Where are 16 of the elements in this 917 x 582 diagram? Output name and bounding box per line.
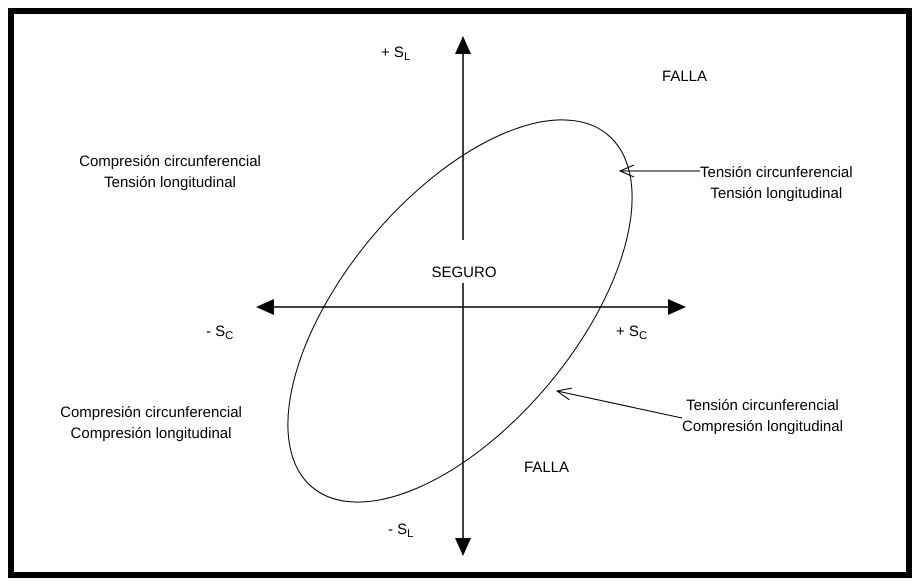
diagram-label: - S$_{L}$ [388,520,414,540]
stress-state-text: Tensión circunferencial [700,163,853,183]
diagram-label: Compresión circunferencial [59,403,243,423]
diagram-label: + S$_{C}$ [616,322,648,342]
diagram-label: FALLA [524,458,570,478]
leader-arrow [620,164,700,178]
stress-state-text: Tensión circunferencial [685,396,840,416]
diagram-label: FALLA [662,67,708,87]
diagram-label: Compresión circunferencial [78,152,262,172]
stress-state-text: Compresión longitudinal [682,417,843,437]
stress-state-text: Tensión longitudinal [709,184,844,204]
diagram-label: - S$_{C}$ [206,322,234,342]
diagram-label: + S$_{L}$ [381,43,412,63]
leader-arrow [556,388,682,418]
diagram-label: Tensión longitudinal [103,173,237,193]
diagram-label: Compresión longitudinal [70,424,232,444]
